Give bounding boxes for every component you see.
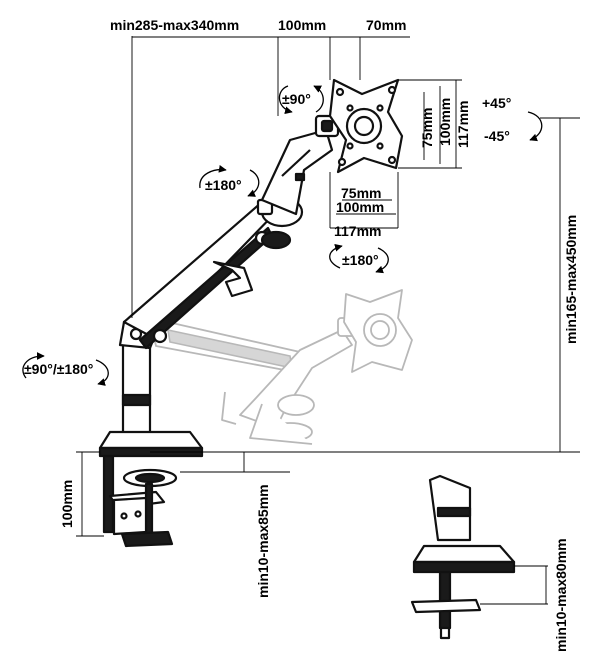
base-swivel-arrow-icon (22, 352, 45, 379)
vesa-offset-100-label: 100mm (278, 17, 326, 33)
vesa-h-117-label: 117mm (334, 223, 381, 239)
height-range-label: min165-max450mm (563, 215, 579, 344)
rotation-arrows (22, 85, 543, 386)
lower-arm (122, 200, 282, 340)
clamp-spine (102, 454, 115, 534)
tilt-arrow-icon (527, 111, 543, 142)
grommet-plate (412, 544, 516, 564)
desk-clamp-base (98, 430, 204, 548)
ghost-arm-position (149, 289, 413, 445)
base-swivel-label: ±90°/±180° (24, 361, 93, 377)
monitor-arm (118, 78, 404, 439)
cable-clip (212, 260, 254, 298)
head-swivel-label: ±180° (342, 252, 379, 268)
plate-rotation-arrow-icon (278, 85, 293, 115)
vesa-v-100-label: 100mm (437, 98, 453, 146)
tilt-up-label: +45° (482, 95, 511, 111)
grommet-thickness-label: min10-max80mm (553, 538, 569, 652)
head-swivel-arrow-icon (329, 243, 343, 269)
dimension-lines (76, 36, 580, 605)
grommet-base (410, 474, 516, 640)
vesa-v-75-label: 75mm (419, 108, 435, 148)
reach-label: min285-max340mm (110, 17, 239, 33)
arm-swivel-label: ±180° (205, 177, 242, 193)
arm-swivel-arrow-icon (199, 165, 227, 189)
vesa-h-100-label: 100mm (336, 199, 384, 215)
pole-collar (121, 393, 152, 407)
clamp-height-label: 100mm (59, 480, 75, 528)
dimension-labels: min285-max340mm 100mm 70mm 75mm 100mm 11… (59, 17, 579, 652)
clamp-foot (120, 530, 174, 548)
base-plate (98, 430, 204, 450)
grommet-bracket (410, 598, 482, 614)
vesa-h-75-label: 75mm (341, 185, 381, 201)
plate-rotation-label: ±90° (282, 91, 311, 107)
rotation-labels: ±90° +45° -45° ±180° ±180° ±90°/±180° (24, 91, 511, 377)
clamp-thickness-label: min10-max85mm (255, 484, 271, 598)
tilt-down-label: -45° (484, 128, 510, 144)
mount-pole (121, 343, 152, 439)
vesa-offset-70-label: 70mm (366, 17, 406, 33)
upper-arm (260, 128, 334, 216)
vesa-v-117-label: 117mm (455, 101, 471, 148)
